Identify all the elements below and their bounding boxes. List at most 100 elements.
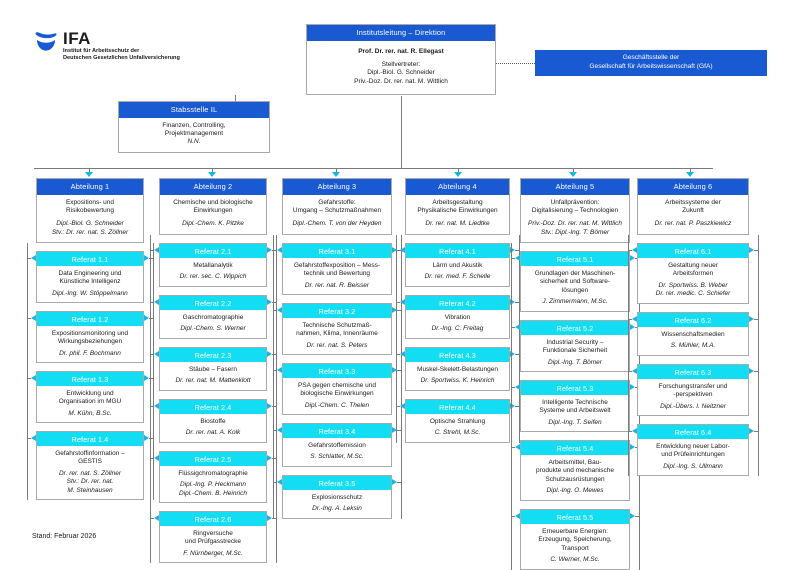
arrow-right-icon-2-2 <box>154 299 159 305</box>
unit-head-3-1-1: Dr. rer. nat. R. Beisser <box>304 281 370 289</box>
department-head-3-1: Dipl.-Chem. T. von der Heyden <box>292 220 382 228</box>
connector-unit-stub-3-5 <box>273 482 277 483</box>
arrow-down-icon-3 <box>332 172 340 177</box>
unit-head-2-2-1: Dipl.-Chem. S. Werner <box>180 325 246 333</box>
connector-spine-right-2 <box>276 235 277 563</box>
stabsstelle-title: Stabsstelle IL <box>119 102 269 118</box>
connector-unit-stub-right-6-1 <box>754 250 758 251</box>
unit-desc-5-1-1: Grundlagen der Maschinen- <box>534 269 616 277</box>
unit-title-3-1: Referat 3.1 <box>283 244 391 259</box>
connector-drop-3 <box>336 168 337 174</box>
unit-desc-3-5-1: Explosionsschutz <box>311 493 363 501</box>
unit-title-6-3: Referat 6.3 <box>638 365 748 380</box>
connector-stabsstelle-stub <box>235 95 236 101</box>
gfa-box[interactable]: Geschäftsstelle der Gesellschaft für Arb… <box>535 50 767 76</box>
connector-unit-stub-3-3 <box>273 370 277 371</box>
connector-unit-stub-2-1 <box>150 250 154 251</box>
unit-head-1-4-3: M. Steinhausen <box>67 486 113 494</box>
unit-desc-1-2-1: Expositionsmonitoring und <box>51 329 129 337</box>
department-head-5-1: Priv.-Doz. Dr. rer. nat. M. Wittlich <box>528 220 622 228</box>
unit-title-5-4: Referat 5.4 <box>521 441 629 456</box>
connector-unit-stub-right-1-2 <box>149 318 153 319</box>
unit-desc-6-2-1: Wissenschaftsmedien <box>661 330 725 338</box>
connector-unit-stub-3-1 <box>273 250 277 251</box>
connector-unit-stub-right-2-3 <box>272 354 276 355</box>
arrow-down-icon-2 <box>208 172 216 177</box>
arrow-left-icon-6-1 <box>749 247 754 253</box>
unit-desc-1-2-2: Wirkungsbeziehungen <box>57 338 123 346</box>
unit-desc-3-1-2: technik und Bewertung <box>303 270 371 278</box>
stabsstelle-box[interactable]: Stabsstelle IL Finanzen, Controlling, Pr… <box>118 101 270 153</box>
arrow-left-icon-4-3 <box>510 351 515 357</box>
unit-title-4-1: Referat 4.1 <box>406 244 509 259</box>
unit-head-1-1-1: Dipl.-Ing. W. Stöppelmann <box>52 289 128 297</box>
connector-unit-stub-right-6-3 <box>754 371 758 372</box>
unit-desc-2-3-1: Stäube – Fasern <box>188 365 238 373</box>
arrow-right-icon-5-2 <box>515 324 520 330</box>
arrow-right-icon-6-1 <box>632 247 637 253</box>
connector-spine-right-1 <box>153 243 154 500</box>
unit-desc-3-1-1: Gefahrstoffexposition – Mess- <box>293 261 381 269</box>
connector-unit-stub-2-5 <box>150 458 154 459</box>
arrow-left-icon-5-4 <box>630 444 635 450</box>
unit-title-2-2: Referat 2.2 <box>160 296 266 311</box>
arrow-left-icon-2-2 <box>267 299 272 305</box>
department-name-line-5-1: Unfallprävention: <box>550 198 600 206</box>
connector-unit-stub-right-6-2 <box>754 319 758 320</box>
department-title-6: Abteilung 6 <box>638 179 748 195</box>
arrow-right-icon-1-2 <box>31 315 36 321</box>
connector-unit-stub-right-5-5 <box>635 516 639 517</box>
direktion-box[interactable]: Institutsleitung – Direktion Prof. Dr. r… <box>306 24 496 96</box>
unit-head-5-2-1: Dipl.-Ing. T. Bömer <box>548 358 602 366</box>
unit-head-2-1-1: Dr. rer. sec. C. Wippich <box>179 273 247 281</box>
unit-title-1-4: Referat 1.4 <box>37 432 143 447</box>
department-name-line-5-2: Digitalisierung – Technologien <box>531 206 619 214</box>
unit-head-5-5-1: C. Werner, M.Sc. <box>550 556 600 564</box>
unit-head-2-6-1: F. Nürnberger, M.Sc. <box>183 549 243 557</box>
gfa-line-2: Gesellschaft für Arbeitswissenschaft (Gf… <box>589 63 713 70</box>
arrow-right-icon-2-5 <box>154 455 159 461</box>
direktion-deputy-2: Priv.-Doz. Dr. rer. nat. M. Wittlich <box>354 77 448 85</box>
department-name-line-2-2: Einwirkungen <box>193 206 233 214</box>
unit-head-5-3-1: Dipl.-Ing. T. Seifen <box>548 418 602 426</box>
unit-desc-5-1-3: lösungen <box>561 286 589 294</box>
direktion-title: Institutsleitung – Direktion <box>307 25 495 41</box>
unit-desc-5-5-1: Erneuerbare Energien: <box>542 527 608 535</box>
arrow-down-icon-4 <box>454 172 462 177</box>
unit-desc-5-2-1: Industrial Security – <box>546 338 604 346</box>
